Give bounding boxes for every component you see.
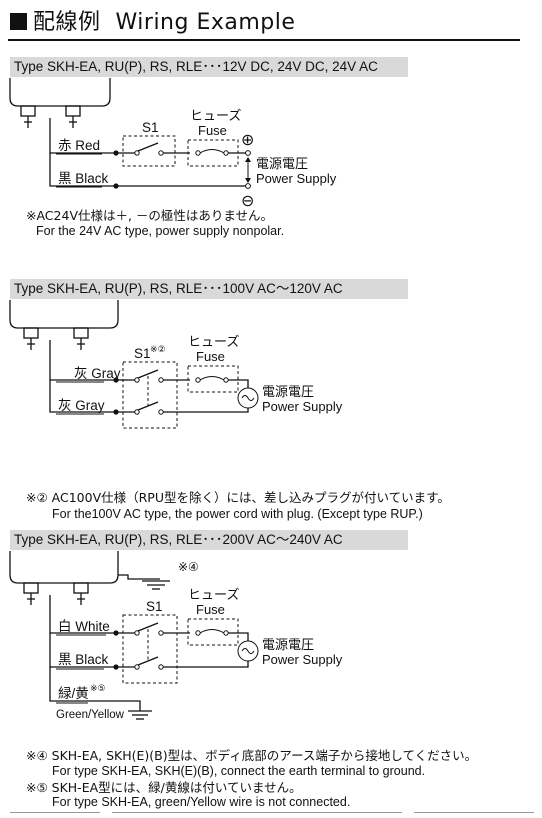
fuse-label-ja: ヒューズ bbox=[190, 108, 241, 123]
wire-gray-2 bbox=[49, 380, 116, 413]
title-english: Wiring Example bbox=[115, 10, 296, 35]
section3-note5-en: For type SKH-EA, green/Yellow wire is no… bbox=[52, 795, 351, 809]
device-body bbox=[9, 78, 111, 107]
supply-label-ja: 電源電圧 bbox=[256, 156, 308, 171]
bottom-rule-middle bbox=[112, 812, 402, 813]
section2-note-ja: ※② AC100V仕様（RPU型を除く）には、差し込みプラグが付いています。 bbox=[26, 490, 450, 505]
fuse-label-en: Fuse bbox=[198, 123, 227, 138]
fuse-label-en: Fuse bbox=[196, 602, 225, 617]
device-body bbox=[9, 551, 119, 584]
title-japanese: 配線例 bbox=[33, 10, 101, 35]
section1-note-en: For the 24V AC type, power supply nonpol… bbox=[36, 224, 285, 238]
ac-source-icon bbox=[237, 387, 259, 409]
switch-label: S1 bbox=[142, 120, 159, 135]
section3-diagram: ※④ 白 White 黒 Black 緑/黄 ※⑤ Green/Yellow S… bbox=[9, 551, 343, 721]
fuse-label-en: Fuse bbox=[196, 349, 225, 364]
wire-black-label: 黒 Black bbox=[58, 171, 109, 186]
fuse-box bbox=[187, 618, 239, 646]
earth-wire bbox=[118, 574, 160, 580]
supply-label-en: Power Supply bbox=[262, 399, 343, 414]
switch-box bbox=[122, 135, 176, 167]
ac-source-icon bbox=[237, 640, 259, 662]
supply-label-ja: 電源電圧 bbox=[262, 637, 314, 652]
section3-note4-en: For type SKH-EA, SKH(E)(B), connect the … bbox=[52, 764, 426, 778]
supply-label-en: Power Supply bbox=[262, 652, 343, 667]
switch-mark: ※② bbox=[150, 344, 166, 354]
switch-label: S1 bbox=[134, 346, 151, 361]
supply-label-en: Power Supply bbox=[256, 171, 337, 186]
section3-note4-ja: ※④ SKH-EA, SKH(E)(B)型は、ボディ底部のアース端子から接地して… bbox=[26, 748, 478, 763]
bottom-rule-left bbox=[10, 812, 100, 813]
plus-icon: ⊕ bbox=[241, 132, 254, 149]
section3-band: Type SKH-EA, RU(P), RS, RLE･･･200V AC～24… bbox=[10, 530, 408, 550]
page-title: 配線例 Wiring Example bbox=[10, 4, 295, 36]
minus-icon: ⊖ bbox=[241, 193, 254, 210]
switch-label: S1 bbox=[146, 599, 163, 614]
wire-gray-label-2: 灰 Gray bbox=[58, 398, 105, 413]
wire-red-label: 赤 Red bbox=[58, 138, 100, 153]
fuse-label-ja: ヒューズ bbox=[188, 334, 239, 349]
section2-note-en: For the100V AC type, the power cord with… bbox=[52, 507, 423, 521]
ground-wire-mark: ※⑤ bbox=[90, 683, 106, 693]
section1-band: Type SKH-EA, RU(P), RS, RLE･･･12V DC, 24… bbox=[10, 57, 408, 77]
section3-note5-ja: ※⑤ SKH-EA型には、緑/黄線は付いていません。 bbox=[26, 780, 302, 795]
section1-note-ja: ※AC24V仕様は＋, －の極性はありません。 bbox=[26, 208, 274, 223]
terminal-right-icon bbox=[73, 582, 89, 605]
wire-green-yellow-en: Green/Yellow bbox=[56, 709, 125, 721]
switch-box bbox=[122, 361, 178, 429]
terminal-left-icon bbox=[20, 105, 36, 128]
supply-label-ja: 電源電圧 bbox=[262, 384, 314, 399]
wire-black-label: 黒 Black bbox=[58, 652, 109, 667]
section2-band: Type SKH-EA, RU(P), RS, RLE･･･100V AC～12… bbox=[10, 279, 408, 299]
title-underline bbox=[8, 39, 520, 41]
fuse-label-ja: ヒューズ bbox=[188, 587, 239, 602]
black-square-icon bbox=[10, 13, 27, 30]
wire-black bbox=[49, 153, 116, 187]
bottom-rule-right bbox=[414, 812, 534, 813]
earth-mark: ※④ bbox=[178, 560, 199, 574]
wire-green-yellow bbox=[49, 667, 141, 711]
section1-diagram: 赤 Red 黒 Black S1 ヒューズ Fuse ⊕ ⊖ 電源電圧 Powe… bbox=[9, 78, 337, 210]
terminal-right-icon bbox=[65, 105, 81, 128]
wire-white-label: 白 White bbox=[58, 619, 110, 634]
switch-box bbox=[122, 614, 178, 684]
wire-green-yellow-label: 緑/黄 bbox=[58, 686, 89, 701]
fuse-box bbox=[187, 365, 239, 393]
terminal-right-icon bbox=[73, 327, 89, 350]
terminal-left-icon bbox=[23, 327, 39, 350]
terminal-left-icon bbox=[23, 582, 39, 605]
device-body bbox=[9, 300, 119, 329]
section2-diagram: 灰 Gray 灰 Gray S1 ※② ヒューズ Fuse 電源電圧 Power… bbox=[9, 300, 343, 429]
wire-gray-label-1: 灰 Gray bbox=[74, 366, 121, 381]
